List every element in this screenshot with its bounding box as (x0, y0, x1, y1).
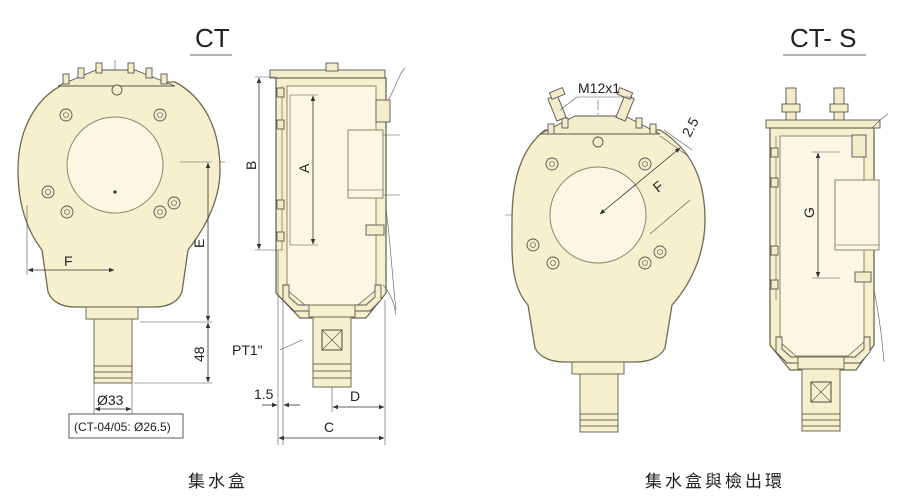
ct-side-view (269, 62, 406, 388)
dim-e-label: E (191, 239, 207, 248)
dim-a: A (290, 94, 318, 246)
caption-left: 集水盒 (188, 472, 248, 492)
cts-front-view (505, 87, 706, 433)
dim-g: G (801, 151, 840, 279)
dim-f-left: F (26, 205, 115, 275)
dim-g-label: G (801, 207, 817, 218)
dim-diameter: Ø33 (CT-04/05: Ø26.5) (68, 383, 184, 439)
ct-front-view (17, 60, 225, 384)
dim-b-label: B (243, 161, 259, 170)
title-ct-s-text: CT- S (790, 23, 856, 53)
title-ct: CT (190, 23, 232, 56)
dim-pt1-label: PT1" (232, 342, 263, 358)
title-ct-s: CT- S (783, 23, 866, 56)
dim-pt1: PT1" (232, 339, 303, 358)
dim-e: E (140, 161, 212, 323)
dim-1-5: 1.5 (254, 386, 300, 408)
dim-m12: M12x1 (559, 80, 632, 111)
dim-b: B (243, 76, 283, 251)
cts-side-view (765, 87, 889, 432)
dim-d-label: D (350, 388, 360, 404)
dim-48: 48 (134, 322, 212, 384)
dim-48-label: 48 (191, 346, 207, 362)
dim-c-label: C (324, 419, 334, 435)
dim-m12-label: M12x1 (578, 80, 620, 96)
dim-a-label: A (296, 163, 312, 173)
caption-right: 集水盒與檢出環 (645, 472, 785, 492)
dim-1-5-label: 1.5 (254, 386, 274, 402)
dim-diameter-label: Ø33 (97, 392, 124, 408)
dim-c: C (278, 419, 385, 441)
dim-diameter-note: (CT-04/05: Ø26.5) (74, 420, 171, 434)
title-ct-text: CT (195, 23, 230, 53)
dim-d: D (332, 388, 385, 410)
dim-f-left-label: F (64, 253, 73, 269)
dim-2-5-label: 2.5 (679, 115, 702, 140)
